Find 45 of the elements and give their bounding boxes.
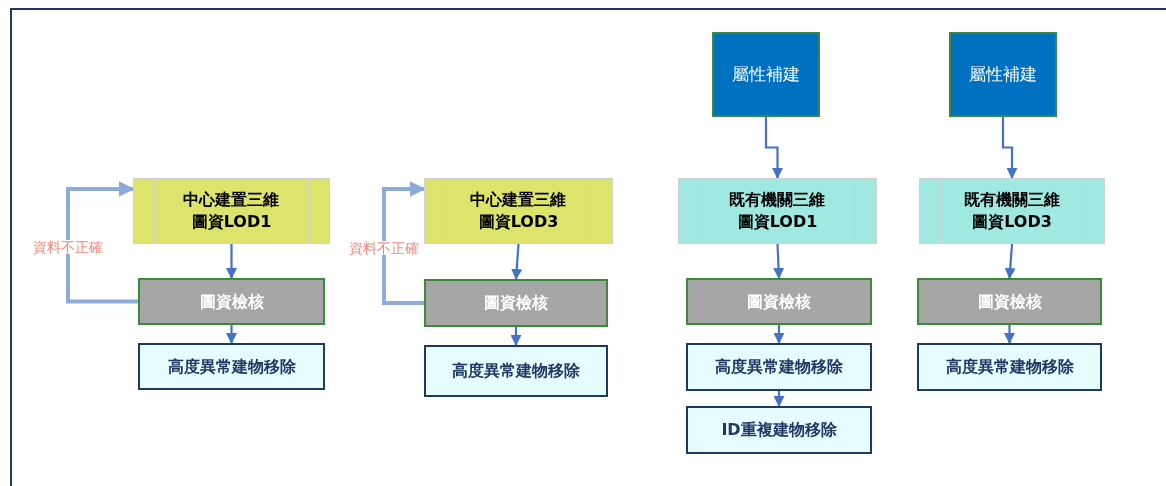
process-box [424,345,608,397]
feedback-arrow [382,181,426,305]
process-box [138,343,325,390]
arrow [1004,325,1015,345]
arrow [773,325,785,345]
predefined-process-box [424,178,613,244]
process-box [949,32,1057,117]
node-label: 屬性補建 [731,63,801,86]
predefined-process-box [678,178,877,244]
node-label: 中心建置三維圖資LOD1 [182,189,281,233]
process-box [138,278,325,325]
node-label: 圖資檢核 [976,290,1043,313]
arrow [773,391,785,408]
edge-label: 資料不正確 [32,240,104,255]
process-box [686,343,872,391]
arrow [511,243,523,281]
feedback-arrow [66,181,138,304]
process-box [917,343,1102,391]
node-label: 高度異常建物移除 [166,355,297,378]
node-label: 既有機關三維圖資LOD1 [728,189,827,233]
arrow [1001,117,1018,180]
arrow [764,117,783,180]
predefined-process-box [133,178,330,244]
node-label: ID重複建物移除 [720,419,838,441]
node-label: 既有機關三維圖資LOD3 [963,189,1061,233]
arrow [1004,243,1016,280]
node-label: 圖資檢核 [198,290,265,313]
node-label: 圖資檢核 [746,290,812,313]
arrow [226,325,237,345]
node-label: 高度異常建物移除 [451,360,581,382]
node-label: 屬性補建 [968,63,1038,86]
arrow [773,243,785,280]
edge-label: 資料不正確 [348,241,420,255]
process-box [917,278,1102,325]
arrow [226,244,237,280]
process-box [424,279,608,327]
arrow [510,327,522,347]
process-box [686,278,872,325]
node-label: 高度異常建物移除 [714,356,844,378]
process-box [712,32,820,117]
node-label: 中心建置三維圖資LOD3 [469,189,568,233]
node-label: 高度異常建物移除 [944,356,1075,378]
node-label: 圖資檢核 [483,292,549,314]
process-box [686,406,872,454]
predefined-process-box [919,178,1105,244]
